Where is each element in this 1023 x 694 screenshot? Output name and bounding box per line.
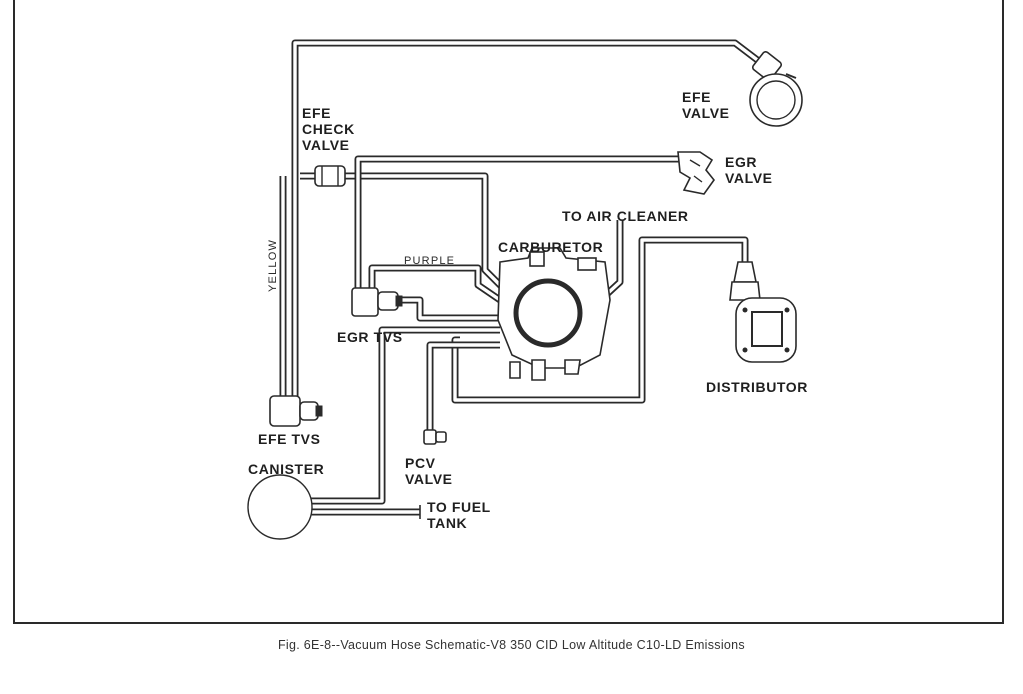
efe-tvs-label: EFE TVS [258, 431, 321, 447]
efe-check-valve [314, 165, 346, 187]
pcv-valve-label: PCV VALVE [405, 455, 453, 487]
carburetor-label: CARBURETOR [498, 239, 603, 255]
carburetor [497, 247, 611, 381]
to-air-cleaner-label: TO AIR CLEANER [562, 208, 689, 224]
canister [247, 474, 313, 540]
purple-label: PURPLE [404, 255, 455, 267]
yellow-label: YELLOW [267, 239, 279, 292]
egr-valve-label: EGR VALVE [725, 154, 773, 186]
hoses [279, 39, 763, 516]
figure-caption: Fig. 6E-8--Vacuum Hose Schematic-V8 350 … [278, 638, 745, 652]
efe-tvs [269, 395, 323, 427]
efe-valve [749, 50, 803, 127]
egr-tvs-label: EGR TVS [337, 329, 403, 345]
pcv-valve [423, 429, 447, 445]
egr-valve [677, 151, 716, 195]
canister-label: CANISTER [248, 461, 324, 477]
efe-valve-label: EFE VALVE [682, 89, 730, 121]
efe-check-valve-label: EFE CHECK VALVE [302, 105, 359, 153]
egr-tvs [351, 287, 403, 317]
distributor [729, 261, 797, 363]
to-fuel-tank-label: TO FUEL TANK [427, 499, 495, 531]
distributor-label: DISTRIBUTOR [706, 379, 808, 395]
